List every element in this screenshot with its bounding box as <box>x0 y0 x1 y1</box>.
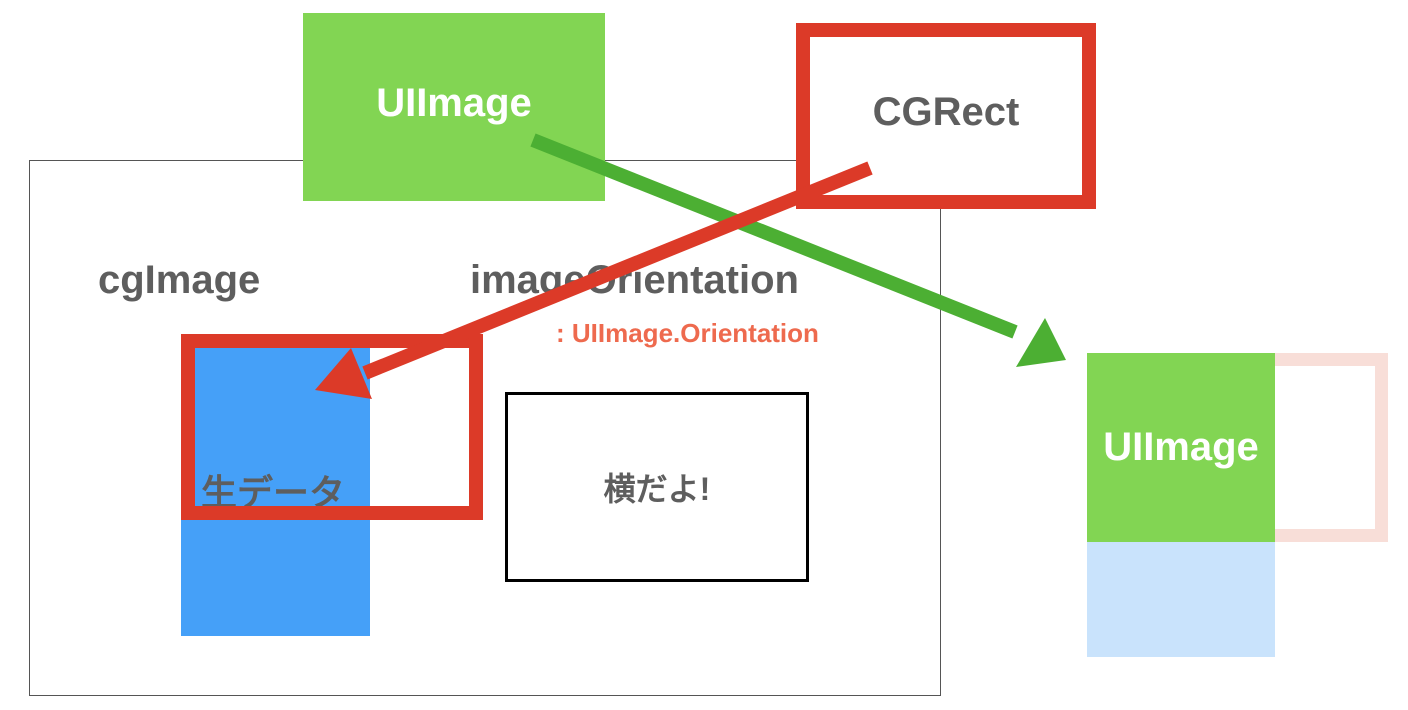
result-faded-remainder <box>1087 542 1275 657</box>
image-orientation-type-label: : UIImage.Orientation <box>556 318 819 348</box>
crop-rect-outline <box>181 334 483 520</box>
orientation-value-label: 横だよ! <box>603 471 711 507</box>
result-uiimage-box: UIImage <box>1087 353 1275 542</box>
uiimage-source-label: UIImage <box>376 80 532 125</box>
cgrect-box: CGRect <box>796 23 1096 209</box>
uiimage-source-box: UIImage <box>303 13 605 201</box>
cgrect-label: CGRect <box>872 89 1020 134</box>
green-arrow-head <box>1016 318 1066 367</box>
result-uiimage-label: UIImage <box>1103 425 1259 469</box>
cgimage-label: cgImage <box>98 258 261 302</box>
image-orientation-label: imageOrientation <box>470 258 799 302</box>
orientation-value-box: 横だよ! <box>505 392 809 582</box>
